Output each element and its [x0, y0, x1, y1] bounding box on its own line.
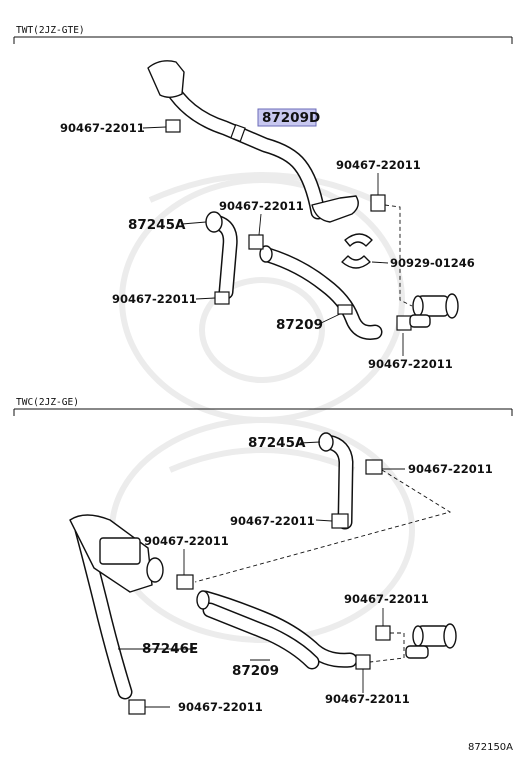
hose-87209D-drawing — [147, 60, 359, 223]
part-label-87209D[interactable]: 87209D — [262, 110, 320, 126]
part-label-87246E[interactable]: 87246E — [142, 641, 198, 657]
clip-bottom-d-shape — [375, 625, 391, 641]
section-frame-top — [13, 36, 513, 44]
part-label-bottom-87245A[interactable]: 87245A — [248, 435, 306, 451]
valve-top-shape — [409, 293, 459, 328]
part-label-top-90467-b[interactable]: 90467-22011 — [336, 158, 421, 172]
dashed-guide-top — [384, 204, 413, 307]
hose-87209-bottom-drawing — [196, 590, 358, 670]
hose-87246E-drawing — [69, 514, 164, 700]
clamp-90929-shape — [341, 233, 373, 269]
section-frame-bottom — [13, 408, 513, 416]
clip-top-a-shape — [165, 119, 181, 133]
hose-87245A-bottom-drawing — [318, 432, 354, 530]
diagram-reference-code: 872150A — [468, 742, 513, 753]
leader-bottom-c — [315, 519, 333, 522]
part-label-bottom-90467-c[interactable]: 90467-22011 — [144, 534, 229, 548]
part-label-top-90467-d[interactable]: 90467-22011 — [112, 292, 197, 306]
part-label-top-87245A[interactable]: 87245A — [128, 217, 186, 233]
part-label-top-90467-a[interactable]: 90467-22011 — [60, 121, 145, 135]
dashed-guide-bottom-b — [369, 632, 405, 663]
section-header-twc: TWC(2JZ-GE) — [16, 397, 79, 408]
leader-top-a — [142, 126, 167, 129]
part-label-bottom-90467-d[interactable]: 90467-22011 — [344, 592, 429, 606]
valve-bottom-shape — [405, 623, 457, 659]
part-label-top-90467-c[interactable]: 90467-22011 — [219, 199, 304, 213]
clip-top-c-shape — [248, 234, 264, 250]
clip-top-d-shape — [214, 291, 230, 305]
clip-top-e-shape — [396, 315, 412, 331]
highlight-box-87209D — [257, 108, 317, 127]
part-label-top-87209[interactable]: 87209 — [276, 317, 323, 333]
part-label-bottom-87209[interactable]: 87209 — [232, 663, 279, 679]
part-label-bottom-90467-f[interactable]: 90467-22011 — [178, 700, 263, 714]
hose-87245A-top-drawing — [205, 211, 238, 300]
leader-top-f — [371, 261, 389, 264]
part-label-bottom-90467-e[interactable]: 90467-22011 — [325, 692, 410, 706]
leader-bottom-a — [299, 441, 321, 444]
clip-bottom-f-shape — [128, 699, 146, 715]
leader-top-c — [258, 213, 262, 236]
part-label-top-90467-e[interactable]: 90467-22011 — [368, 357, 453, 371]
part-label-bottom-90467-b[interactable]: 90467-22011 — [230, 514, 315, 528]
leader-top-h — [181, 221, 207, 225]
leader-top-e — [318, 313, 341, 325]
clip-top-b-shape — [370, 194, 386, 212]
hose-87209-top-drawing — [259, 245, 383, 340]
part-label-90929-01246[interactable]: 90929-01246 — [390, 256, 475, 270]
clip-bottom-a-shape — [365, 459, 383, 475]
clip-bottom-c-shape — [176, 574, 194, 590]
dashed-guide-bottom-a — [194, 469, 452, 583]
leader-top-d — [195, 297, 216, 300]
part-label-bottom-90467-a[interactable]: 90467-22011 — [408, 462, 493, 476]
section-header-twt: TWT(2JZ-GTE) — [16, 25, 85, 36]
clip-bottom-e-shape — [355, 654, 371, 670]
clip-bottom-b-shape — [331, 513, 349, 529]
